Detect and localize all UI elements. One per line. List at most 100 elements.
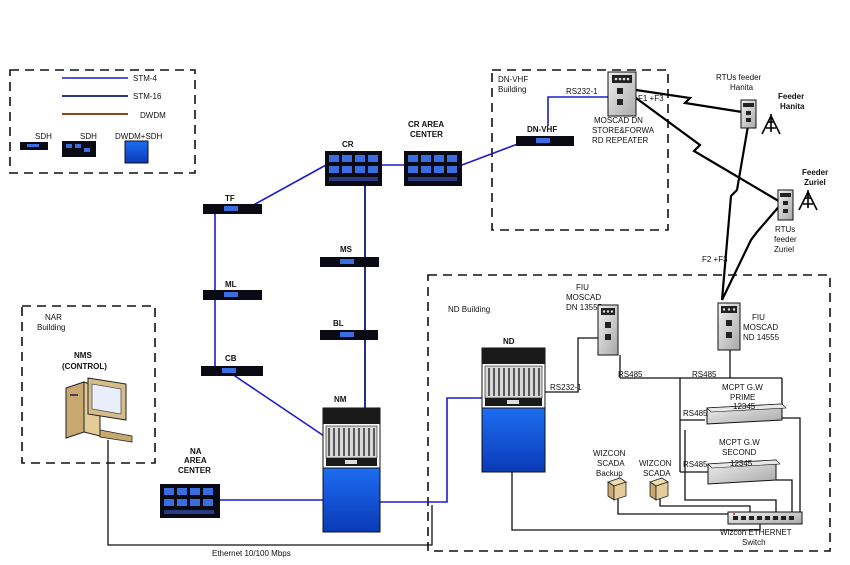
node-cb-device[interactable] — [201, 366, 263, 376]
rs485-label-3: RS485 — [683, 409, 708, 418]
fiu-dn-label-line1: FIU — [576, 283, 589, 292]
mcpt-prime-label-line1: MCPT G.W — [722, 383, 763, 392]
wires — [107, 337, 801, 546]
f2-f3-label: F2 +F3 — [702, 255, 728, 264]
rtu-hanita-label-line1: RTUs feeder — [716, 73, 762, 82]
mcpt-second-device[interactable] — [707, 459, 781, 485]
nms-label-line2: (CONTROL) — [62, 362, 107, 371]
dn-vhf-building-label-line1: DN-VHF — [498, 75, 528, 84]
feeder-zuriel-tower-icon — [798, 190, 818, 211]
na-area-center-device[interactable] — [160, 484, 220, 518]
wizcon-scada-label-line2: SCADA — [643, 469, 671, 478]
feeder-hanita-label-line1: Feeder — [778, 92, 804, 101]
legend-stm16-label: STM-16 — [133, 92, 162, 101]
mcpt-second-id: 12345 — [730, 459, 753, 468]
node-cr-label: CR — [342, 140, 354, 149]
rs232-top-label: RS232-1 — [566, 87, 598, 96]
legend-sdh1-label: SDH — [35, 132, 52, 141]
wizcon-backup-label-line2: SCADA — [597, 459, 625, 468]
rs485-label-4: RS485 — [683, 460, 708, 469]
wizcon-scada-label-line1: WIZCON — [639, 459, 672, 468]
fiu-dn-label-line2: MOSCAD — [566, 293, 601, 302]
nms-label-line1: NMS — [74, 351, 92, 360]
rtu-zuriel-label-line2: feeder — [774, 235, 797, 244]
node-bl-device[interactable] — [320, 330, 378, 340]
node-dn-vhf-label: DN-VHF — [527, 125, 557, 134]
node-ml-device[interactable] — [203, 290, 262, 300]
dn-vhf-building-box — [491, 69, 669, 231]
nd-building-label: ND Building — [448, 305, 490, 314]
nar-building-box — [21, 305, 156, 464]
radio-links — [635, 88, 783, 301]
fiu-nd-label-line2: MOSCAD — [743, 323, 778, 332]
mcpt-second-label-line2: SECOND — [722, 448, 756, 457]
cr-area-center-device[interactable] — [404, 151, 462, 186]
wizcon-scada-server-icon[interactable] — [649, 477, 669, 501]
na-area-label-line3: CENTER — [178, 466, 211, 475]
wizcon-backup-label-line3: Backup — [596, 469, 623, 478]
node-cr-device[interactable] — [325, 151, 382, 186]
dn-vhf-building-label-line2: Building — [498, 85, 526, 94]
node-dn-vhf-device[interactable] — [516, 136, 574, 146]
rs485-label-1: RS485 — [618, 370, 643, 379]
wizcon-ethernet-switch-device[interactable] — [727, 511, 803, 525]
nar-building-label-line1: NAR — [45, 313, 62, 322]
legend-stm4-label: STM-4 — [133, 74, 158, 83]
switch-label-line1: Wizcon ETHERNET — [720, 528, 792, 537]
moscad-dn-label-line2: STORE&FORWA — [592, 126, 655, 135]
node-bl-label: BL — [333, 319, 344, 328]
rs485-label-2: RS485 — [692, 370, 717, 379]
ethernet-label: Ethernet 10/100 Mbps — [212, 549, 291, 558]
node-nd-label: ND — [503, 337, 515, 346]
rs232-nd-label: RS232-1 — [550, 383, 582, 392]
nms-computer-icon[interactable] — [65, 377, 133, 443]
rtu-zuriel-label-line1: RTUs — [775, 225, 795, 234]
f1-f3-label: F1 +F3 — [638, 94, 664, 103]
node-ms-device[interactable] — [320, 257, 379, 267]
node-cb-label: CB — [225, 354, 237, 363]
fiu-moscad-dn-device[interactable] — [597, 304, 619, 356]
fiu-nd-label-line1: FIU — [752, 313, 765, 322]
rtu-zuriel-device[interactable] — [777, 189, 794, 221]
feeder-hanita-label-line2: Hanita — [780, 102, 805, 111]
legend-box — [9, 69, 196, 174]
cr-area-label-line1: CR AREA — [408, 120, 444, 129]
mcpt-prime-label-line2: PRIME — [730, 393, 755, 402]
legend-dwdm-sdh-icon — [124, 140, 149, 164]
nd-building-box — [427, 274, 831, 552]
cr-area-label-line2: CENTER — [410, 130, 443, 139]
moscad-dn-label-line1: MOSCAD DN — [594, 116, 643, 125]
legend-sdh-small-icon — [20, 142, 48, 150]
legend-dwdm-sdh-label: DWDM+SDH — [115, 132, 163, 141]
mcpt-second-label-line1: MCPT G.W — [719, 438, 760, 447]
fiu-nd-label-line3: ND 14555 — [743, 333, 780, 342]
fiu-dn-label-line3: DN 13555 — [566, 303, 603, 312]
moscad-dn-label-line3: RD REPEATER — [592, 136, 649, 145]
wizcon-backup-server-icon[interactable] — [607, 477, 627, 501]
feeder-hanita-tower-icon — [761, 114, 781, 135]
legend-sdh2-label: SDH — [80, 132, 97, 141]
legend-sdh-icon — [62, 141, 96, 157]
switch-label-line2: Switch — [742, 538, 766, 547]
fiber-links — [214, 96, 608, 503]
mcpt-prime-device[interactable] — [706, 403, 787, 425]
legend-dwdm-label: DWDM — [140, 111, 166, 120]
feeder-zuriel-label-line2: Zuriel — [804, 178, 826, 187]
wizcon-backup-label-line1: WIZCON — [593, 449, 626, 458]
moscad-dn-repeater-device[interactable] — [607, 71, 637, 117]
node-nm-cabinet[interactable] — [322, 407, 381, 533]
na-area-label-line2: AREA — [184, 456, 207, 465]
na-area-label-line1: NA — [190, 447, 202, 456]
rtu-hanita-device[interactable] — [740, 99, 757, 129]
node-tf-device[interactable] — [203, 204, 262, 214]
node-ml-label: ML — [225, 280, 237, 289]
node-nm-label: NM — [334, 395, 347, 404]
node-tf-label: TF — [225, 194, 235, 203]
node-ms-label: MS — [340, 245, 353, 254]
fiu-moscad-nd-device[interactable] — [717, 302, 741, 351]
node-nd-cabinet[interactable] — [481, 347, 546, 473]
rtu-hanita-label-line2: Hanita — [730, 83, 754, 92]
mcpt-prime-id: 12345 — [733, 402, 756, 411]
rtu-zuriel-label-line3: Zuriel — [774, 245, 794, 254]
